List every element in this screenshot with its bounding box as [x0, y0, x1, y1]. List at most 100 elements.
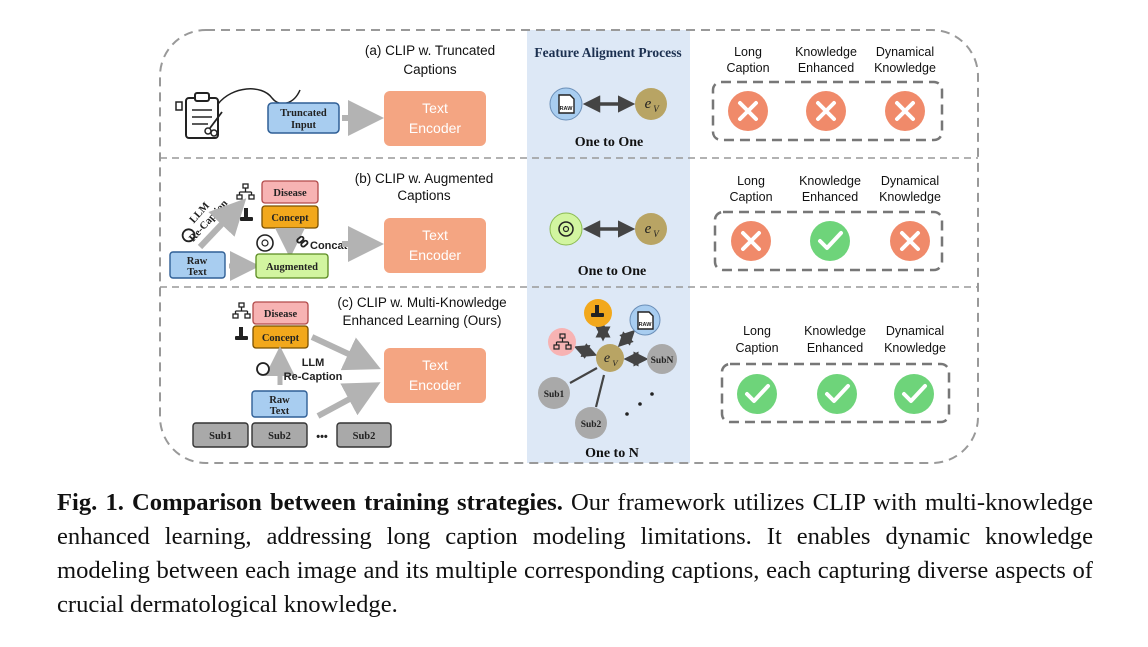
caption-title: Fig. 1. Comparison between training stra…: [57, 489, 563, 516]
row-c-title: (c) CLIP w. Multi-Knowledge: [337, 295, 506, 310]
augmented-label: Augmented: [266, 262, 318, 273]
criterion-label: Enhanced: [802, 190, 858, 204]
criterion-label: Caption: [729, 190, 772, 204]
raw-file-node: RAW: [549, 87, 583, 121]
criterion-label: Dynamical: [881, 174, 939, 188]
check-icon: [894, 374, 934, 414]
concat-label: Concat: [310, 240, 348, 252]
llm-recaption-label: LLM Re-Caption: [181, 198, 230, 244]
sub2-node-label: Sub2: [581, 420, 602, 430]
feature-header: Feature Aligment Process: [534, 45, 681, 60]
cross-icon: [885, 91, 925, 131]
criterion-label: Dynamical: [876, 45, 934, 59]
criterion-label: Long: [743, 324, 771, 338]
llm-label-line2: Re-Caption: [284, 371, 343, 383]
truncated-input-box: [267, 102, 340, 134]
llm-logo-icon: [181, 228, 196, 243]
row-a-title-line2: Captions: [403, 62, 457, 77]
criterion-label: Knowledge: [884, 341, 946, 355]
sub-caption-label: Sub1: [209, 431, 232, 442]
llm-label: LLM: [302, 357, 325, 369]
disease-box: [252, 301, 309, 325]
subn-node-label: SubN: [651, 356, 674, 366]
ev-node-sub: V: [653, 104, 660, 114]
text-encoder-label-line2: Encoder: [409, 247, 461, 263]
disease-label: Disease: [273, 188, 307, 199]
criterion-label: Caption: [726, 61, 769, 75]
subn-node: [647, 344, 677, 374]
clipboard-stethoscope-icon: [175, 88, 301, 139]
flow-arrow: [310, 334, 381, 371]
sub-caption-label: Sub2: [268, 431, 291, 442]
ev-node-sub: V: [653, 229, 660, 239]
ev-node-label: e: [645, 221, 652, 237]
criterion-label: Long: [737, 174, 765, 188]
criterion-label: Knowledge: [804, 324, 866, 338]
row-a: (a) CLIP w. Truncated Captions Truncated…: [175, 43, 944, 150]
criterion-label: Enhanced: [807, 341, 863, 355]
concept-node: [584, 299, 612, 327]
microscope-icon: [235, 327, 248, 340]
disease-box: [261, 180, 319, 204]
sub-caption-box: [251, 422, 308, 448]
ev-node-label: e: [645, 96, 652, 112]
cross-icon: [728, 91, 768, 131]
raw-badge: RAW: [560, 106, 574, 112]
disease-label: Disease: [264, 309, 298, 320]
sub-caption-box: [192, 422, 249, 448]
raw-text-box: [169, 251, 226, 279]
flow-arrow: [197, 198, 247, 250]
text-encoder-label-line2: Encoder: [409, 120, 461, 136]
criteria-frame: [720, 362, 951, 424]
cross-icon: [890, 221, 930, 261]
ev-node: [635, 213, 667, 245]
sub1-node: [538, 377, 570, 409]
ellipsis-dot: [638, 402, 642, 406]
row-c-alignment-label: One to N: [585, 446, 639, 461]
ev-node: [596, 344, 624, 372]
criterion-label: Dynamical: [886, 324, 944, 338]
hierarchy-icon: [236, 183, 255, 200]
figure-caption: Fig. 1. Comparison between training stra…: [57, 486, 1093, 622]
text-encoder-label: Text: [422, 100, 448, 116]
raw-text-label: Raw: [187, 256, 208, 267]
check-icon: [737, 374, 777, 414]
row-b: (b) CLIP w. Augmented Captions LLM Re-Ca…: [169, 171, 944, 281]
sub-caption-label: Sub2: [353, 431, 376, 442]
row-a-alignment-label: One to One: [575, 135, 643, 150]
microscope-icon: [240, 208, 253, 221]
brain-head-icon: [256, 234, 274, 252]
text-encoder-label: Text: [422, 357, 448, 373]
cross-icon: [806, 91, 846, 131]
row-c-title-line2: Enhanced Learning (Ours): [342, 313, 501, 328]
raw-text-label-line2: Text: [187, 267, 207, 278]
text-encoder-label: Text: [422, 227, 448, 243]
truncated-input-label-line2: Input: [291, 120, 317, 131]
ev-node-label: e: [604, 351, 610, 366]
raw-text-box: [251, 390, 308, 418]
check-icon: [810, 221, 850, 261]
raw-text-label: Raw: [269, 395, 290, 406]
hierarchy-icon: [232, 302, 251, 319]
text-encoder-box: [384, 91, 486, 146]
row-b-title: (b) CLIP w. Augmented: [355, 171, 494, 186]
llm-logo-icon: [256, 362, 270, 376]
sub2-node: [575, 407, 607, 439]
disease-node: [548, 328, 576, 356]
criterion-label: Knowledge: [874, 61, 936, 75]
ellipsis-dot: [650, 392, 654, 396]
sub-caption-box: [336, 422, 392, 448]
truncated-input-label: Truncated: [280, 108, 327, 119]
criterion-label: Long: [734, 45, 762, 59]
ev-node: [635, 88, 667, 120]
criterion-label: Caption: [735, 341, 778, 355]
text-encoder-box: [384, 218, 486, 273]
criterion-label: Enhanced: [798, 61, 854, 75]
svg-text:RAW: RAW: [639, 322, 653, 328]
criterion-label: Knowledge: [795, 45, 857, 59]
concept-label: Concept: [262, 333, 300, 344]
criteria-frame: [713, 210, 944, 272]
link-icon: [296, 235, 309, 248]
criterion-label: Knowledge: [879, 190, 941, 204]
